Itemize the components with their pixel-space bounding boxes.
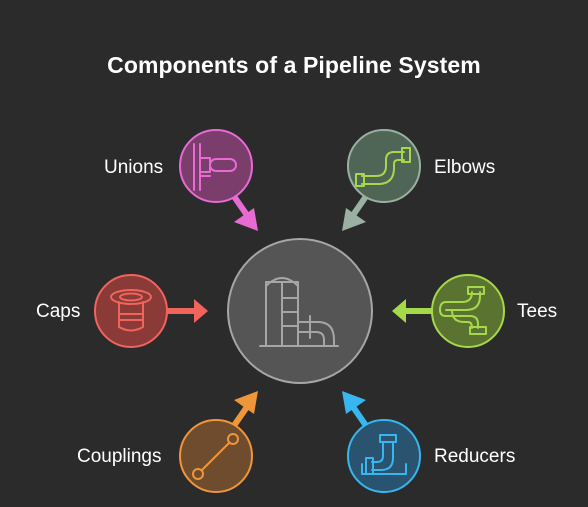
label-reducers: Reducers [434,446,516,467]
component-reducers [342,391,421,493]
component-couplings [179,391,258,493]
reducer-icon [361,434,407,475]
coupling-icon [192,433,239,480]
pipe-cap-icon [110,289,152,332]
component-caps [94,274,208,348]
component-elbows [342,129,421,231]
tee-pipe-icon [439,286,487,335]
union-fitting-icon [193,143,237,191]
component-tees [392,274,505,348]
industrial-pipeline-icon [259,277,339,347]
diagram-title: Components of a Pipeline System [107,52,481,78]
label-tees: Tees [517,301,558,322]
component-unions [179,129,258,231]
center-hub [227,238,373,384]
arrow-unions [228,189,258,231]
arrow-couplings [228,391,258,433]
label-couplings: Couplings [77,446,162,467]
label-unions: Unions [104,157,164,178]
arrow-caps [163,299,208,323]
label-caps: Caps [36,301,81,322]
arrow-reducers [342,391,372,433]
arrow-elbows [342,189,372,231]
elbow-pipe-icon [355,147,411,187]
label-elbows: Elbows [434,157,496,178]
arrow-tees [392,299,437,323]
